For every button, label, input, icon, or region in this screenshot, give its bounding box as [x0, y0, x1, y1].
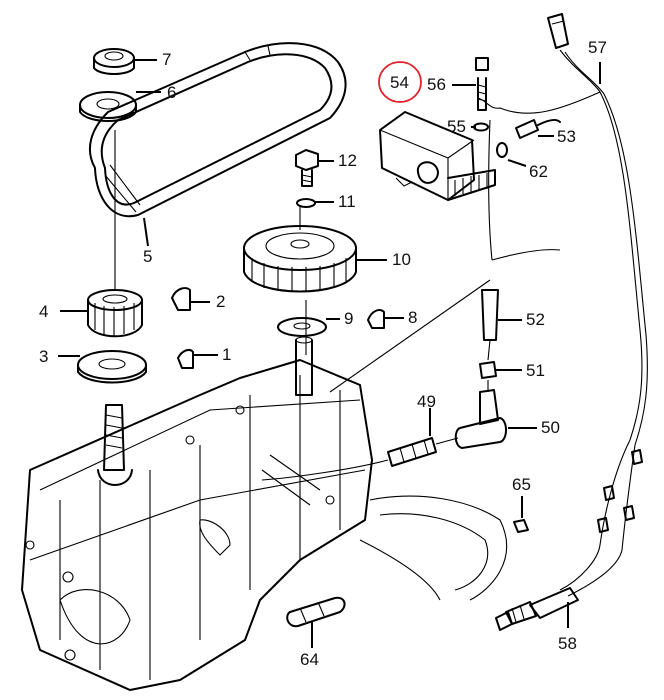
wire-connector	[515, 118, 561, 139]
flywheel	[243, 225, 357, 293]
callout-9: 9	[344, 309, 354, 328]
callout-7: 7	[162, 50, 172, 69]
callout-1: 1	[222, 345, 232, 364]
connector-washer	[496, 142, 508, 158]
ignition-lead	[261, 437, 459, 481]
module-washer	[473, 122, 489, 132]
callout-51: 51	[526, 361, 545, 380]
drive-nut	[93, 48, 135, 75]
callout-50: 50	[541, 418, 560, 437]
drive-pulley	[87, 289, 143, 338]
callout-64: 64	[300, 650, 319, 669]
callout-58: 58	[558, 634, 577, 653]
flywheel-bolt	[295, 149, 319, 187]
key-1	[177, 349, 194, 369]
callout-12: 12	[338, 151, 357, 170]
leader-lines	[58, 59, 601, 648]
callout-54: 54	[390, 73, 409, 92]
fuel-sleeve	[286, 596, 346, 628]
callout-10: 10	[392, 250, 411, 269]
callout-62: 62	[529, 162, 548, 181]
callout-53: 53	[557, 127, 576, 146]
timing-belt	[88, 42, 347, 218]
highlight-ring	[378, 61, 422, 103]
callout-11: 11	[338, 192, 356, 211]
callout-56: 56	[427, 75, 446, 94]
wire-harness	[477, 13, 648, 597]
key-2	[171, 287, 191, 311]
callout-2: 2	[216, 292, 226, 311]
callout-8: 8	[408, 308, 418, 327]
key-8	[367, 309, 385, 329]
cable-52	[481, 119, 561, 361]
spark-plug-cap	[454, 380, 507, 449]
callout-57: 57	[588, 38, 607, 57]
callout-49: 49	[417, 392, 436, 411]
callout-5: 5	[143, 247, 153, 266]
pulley-washer	[77, 350, 147, 384]
seal-washer	[79, 91, 137, 122]
sensor-probe	[495, 587, 579, 631]
callout-55: 55	[447, 117, 466, 136]
lower-unit-outline	[359, 495, 507, 601]
callout-3: 3	[39, 347, 49, 366]
callout-65: 65	[512, 475, 531, 494]
grommet	[513, 519, 529, 533]
callout-6: 6	[167, 83, 177, 102]
guide-line-1	[329, 279, 491, 393]
cable-grommet	[479, 361, 497, 379]
callout-4: 4	[39, 302, 49, 321]
ignition-control-module	[379, 111, 496, 201]
callout-52: 52	[526, 310, 545, 329]
engine-block	[21, 336, 373, 691]
crank-washer	[277, 317, 327, 337]
